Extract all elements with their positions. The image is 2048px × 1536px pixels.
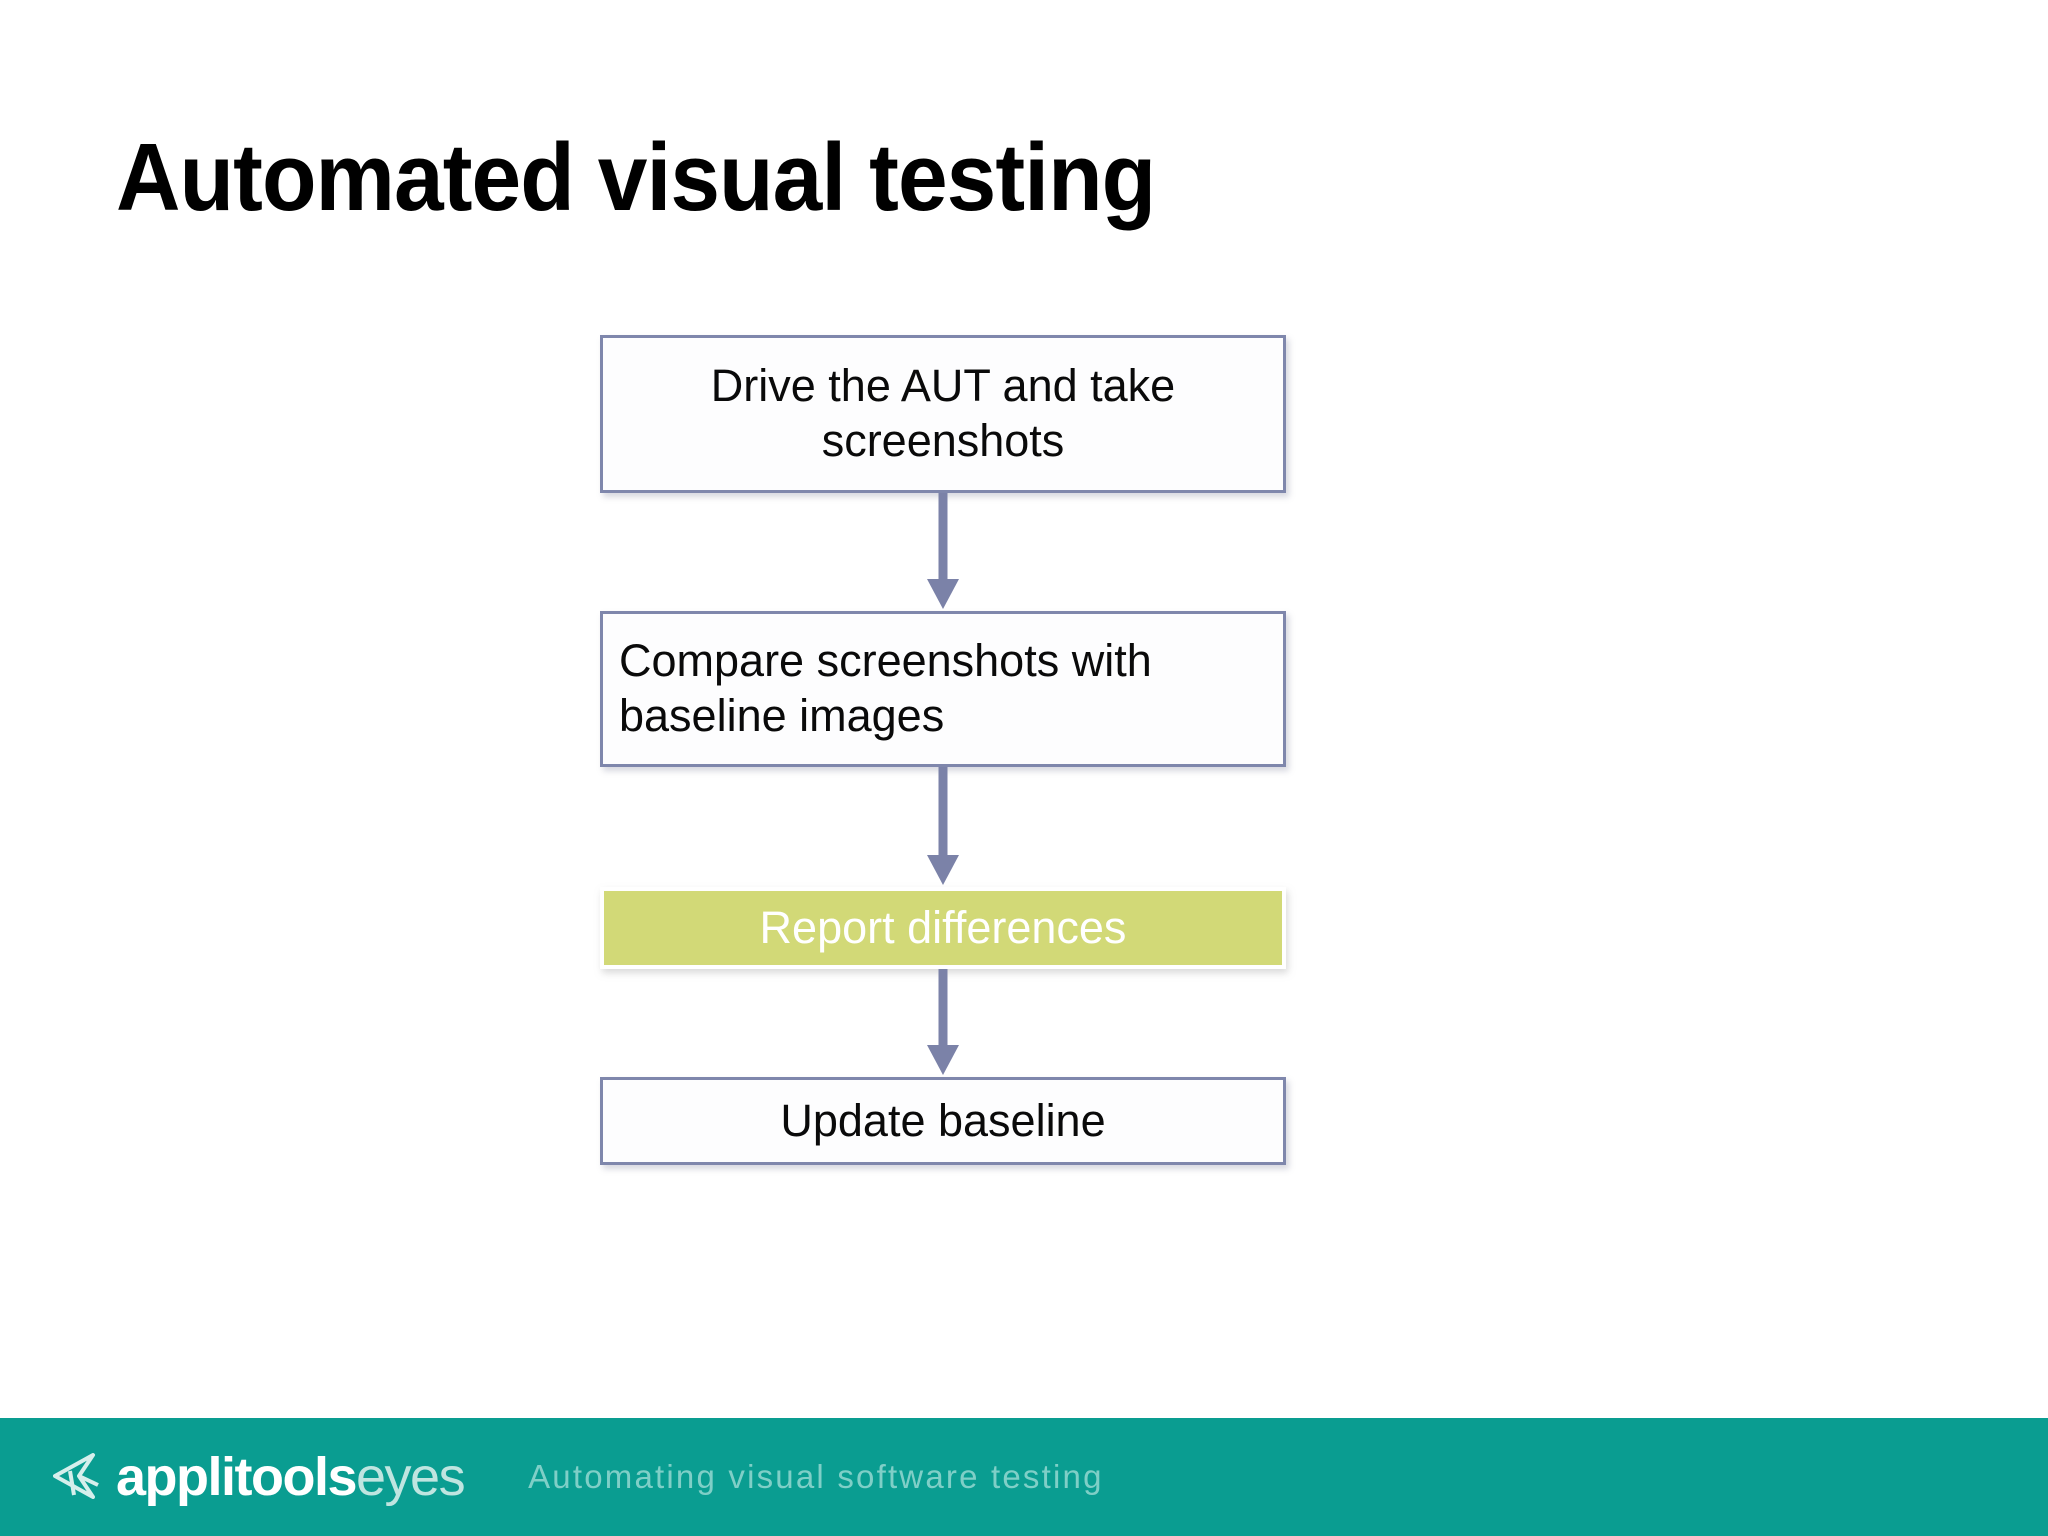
flow-step-label: Compare screenshots with baseline images: [619, 635, 1152, 741]
flow-step-label: Report differences: [759, 901, 1127, 953]
footer-bar: applitoolseyes Automating visual softwar…: [0, 1418, 2048, 1536]
flow-step-update-baseline[interactable]: Update baseline: [600, 1077, 1286, 1165]
footer-tagline: Automating visual software testing: [528, 1458, 1104, 1495]
applitools-arrow-star-icon: [53, 1453, 99, 1499]
flow-step-label: Drive the AUT and take screenshots: [710, 360, 1176, 466]
flowchart: Drive the AUT and take screenshots Compa…: [600, 335, 1286, 1165]
flow-arrow-2: [600, 767, 1286, 887]
logo-brand-secondary: eyes: [356, 1447, 466, 1507]
flow-step-compare-screenshots[interactable]: Compare screenshots with baseline images: [600, 611, 1286, 767]
flow-step-drive-aut[interactable]: Drive the AUT and take screenshots: [600, 335, 1286, 493]
flow-arrow-1: [600, 493, 1286, 611]
logo-brand-primary: applitools: [116, 1447, 358, 1507]
applitools-logo[interactable]: applitoolseyes: [46, 1447, 466, 1507]
flow-arrow-3: [600, 969, 1286, 1077]
logo-wordmark: applitoolseyes: [116, 1447, 466, 1507]
flow-step-label: Update baseline: [780, 1094, 1106, 1146]
flow-step-report-differences[interactable]: Report differences: [600, 887, 1286, 969]
page-title: Automated visual testing: [116, 124, 1156, 231]
